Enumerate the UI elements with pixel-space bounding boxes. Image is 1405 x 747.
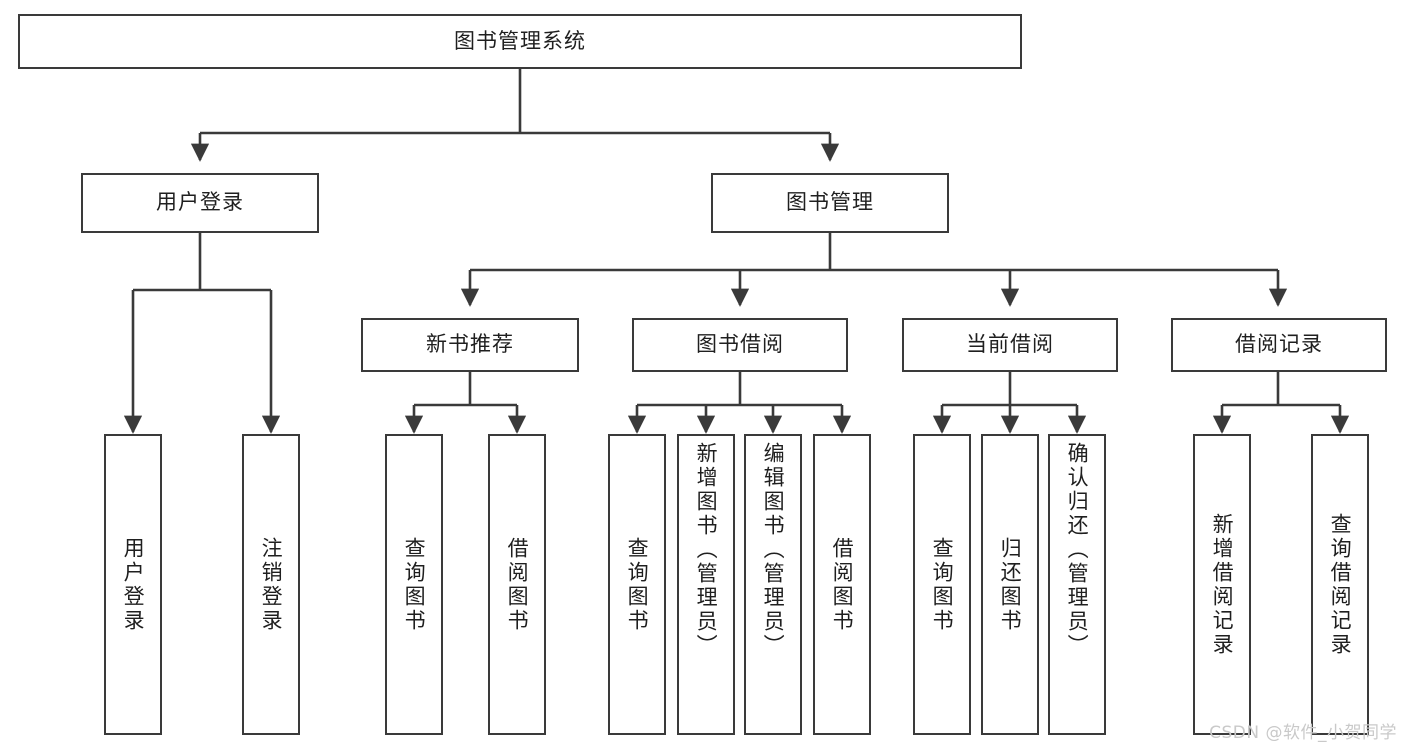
node-label: 确认归还（管理员） bbox=[1065, 442, 1090, 658]
node-book-borrow[interactable]: 图书借阅 bbox=[632, 318, 848, 372]
node-label: 查询图书 bbox=[625, 536, 650, 633]
node-label: 借阅图书 bbox=[505, 536, 530, 633]
leaf-new-book-borrow-book[interactable]: 借阅图书 bbox=[488, 434, 546, 735]
csdn-watermark: CSDN @软件_小贺同学 bbox=[1209, 723, 1397, 743]
leaf-borrow-record-add-record[interactable]: 新增借阅记录 bbox=[1193, 434, 1251, 735]
leaf-book-borrow-add-book-admin[interactable]: 新增图书（管理员） bbox=[677, 434, 735, 735]
node-label: 借阅图书 bbox=[830, 536, 855, 633]
node-label: 查询图书 bbox=[402, 536, 427, 633]
leaf-book-borrow-query-book[interactable]: 查询图书 bbox=[608, 434, 666, 735]
leaf-borrow-record-query-record[interactable]: 查询借阅记录 bbox=[1311, 434, 1369, 735]
node-label: 查询图书 bbox=[930, 536, 955, 633]
leaf-current-borrow-confirm-return-admin[interactable]: 确认归还（管理员） bbox=[1048, 434, 1106, 735]
node-label: 当前借阅 bbox=[966, 332, 1054, 357]
node-label: 用户登录 bbox=[121, 536, 146, 633]
node-label: 新书推荐 bbox=[426, 332, 514, 357]
leaf-current-borrow-query-book[interactable]: 查询图书 bbox=[913, 434, 971, 735]
node-label: 新增图书（管理员） bbox=[694, 442, 719, 658]
node-label: 查询借阅记录 bbox=[1328, 512, 1353, 657]
leaf-current-borrow-return-book[interactable]: 归还图书 bbox=[981, 434, 1039, 735]
node-label: 注销登录 bbox=[259, 536, 284, 633]
node-label: 用户登录 bbox=[156, 190, 244, 215]
node-root-book-management-system[interactable]: 图书管理系统 bbox=[18, 14, 1022, 69]
node-new-book-recommend[interactable]: 新书推荐 bbox=[361, 318, 579, 372]
node-current-borrow[interactable]: 当前借阅 bbox=[902, 318, 1118, 372]
node-label: 归还图书 bbox=[998, 536, 1023, 633]
leaf-book-borrow-borrow-book[interactable]: 借阅图书 bbox=[813, 434, 871, 735]
node-label: 编辑图书（管理员） bbox=[761, 442, 786, 658]
leaf-book-borrow-edit-book-admin[interactable]: 编辑图书（管理员） bbox=[744, 434, 802, 735]
node-book-management[interactable]: 图书管理 bbox=[711, 173, 949, 233]
node-user-login[interactable]: 用户登录 bbox=[81, 173, 319, 233]
node-label: 图书管理 bbox=[786, 190, 874, 215]
node-label: 图书借阅 bbox=[696, 332, 784, 357]
node-label: 新增借阅记录 bbox=[1210, 512, 1235, 657]
leaf-user-login-login[interactable]: 用户登录 bbox=[104, 434, 162, 735]
node-borrow-record[interactable]: 借阅记录 bbox=[1171, 318, 1387, 372]
node-label: 借阅记录 bbox=[1235, 332, 1323, 357]
leaf-user-login-logout[interactable]: 注销登录 bbox=[242, 434, 300, 735]
leaf-new-book-query-book[interactable]: 查询图书 bbox=[385, 434, 443, 735]
node-label: 图书管理系统 bbox=[454, 28, 586, 53]
